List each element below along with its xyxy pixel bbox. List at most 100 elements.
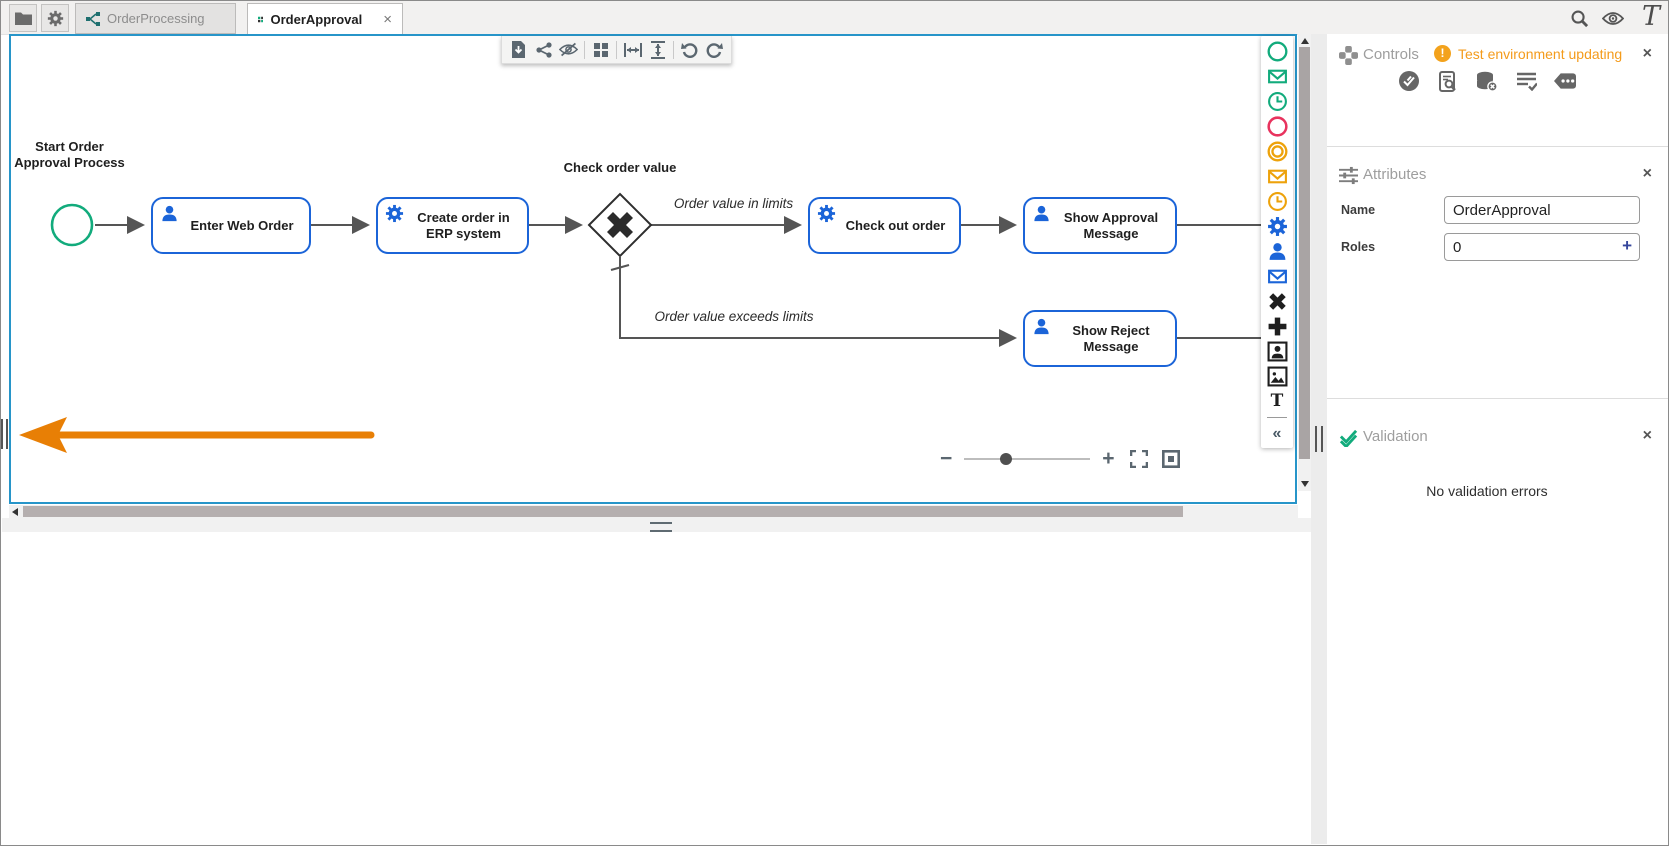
settings-button[interactable]	[41, 4, 69, 32]
gear-icon	[47, 10, 63, 26]
user-task-tool[interactable]	[1264, 239, 1290, 264]
vertical-splitter[interactable]	[1311, 34, 1327, 844]
task-label: Check out order	[845, 217, 946, 233]
folder-button[interactable]	[9, 4, 37, 32]
canvas-toolbar	[501, 36, 732, 64]
app-logo: T	[1641, 1, 1660, 32]
download-icon[interactable]	[506, 38, 531, 61]
undo-icon[interactable]	[677, 38, 702, 61]
scroll-down-icon[interactable]	[1301, 481, 1309, 487]
validate-icon[interactable]	[1398, 70, 1420, 92]
start-event-tool[interactable]	[1264, 39, 1290, 64]
controls-icon	[1339, 46, 1358, 65]
controls-title: Controls	[1363, 46, 1419, 63]
zoom-slider-thumb[interactable]	[1000, 453, 1013, 465]
search-button[interactable]	[1566, 5, 1592, 31]
zoom-slider[interactable]	[964, 453, 1091, 465]
exclusive-gateway-tool[interactable]	[1264, 289, 1290, 314]
task-show-reject-message[interactable]: Show Reject Message	[1023, 310, 1177, 367]
controls-header: Controls ! Test environment updating ×	[1327, 44, 1668, 66]
attributes-icon	[1339, 166, 1358, 185]
task-check-out-order[interactable]: Check out order	[808, 197, 961, 254]
flow-icon	[86, 11, 100, 26]
end-event-tool[interactable]	[1264, 114, 1290, 139]
validation-message: No validation errors	[1426, 483, 1548, 499]
grid-icon[interactable]	[588, 38, 613, 61]
tab-close-icon[interactable]: ×	[383, 10, 392, 28]
task-label: Show Approval Message	[1063, 209, 1159, 241]
scroll-up-icon[interactable]	[1301, 38, 1309, 44]
scroll-left-icon[interactable]	[12, 508, 18, 516]
log-search-icon[interactable]	[1437, 70, 1459, 92]
gear-icon	[817, 204, 836, 223]
name-label: Name	[1341, 203, 1376, 217]
message-intermediate-event-tool[interactable]	[1264, 164, 1290, 189]
horizontal-scrollbar[interactable]	[9, 505, 1298, 518]
top-tab-bar: OrderProcessing OrderApproval × T	[1, 1, 1668, 35]
warning-text: Test environment updating	[1458, 46, 1623, 62]
folder-icon	[14, 12, 32, 25]
validation-check-icon	[1339, 429, 1358, 447]
share-icon[interactable]	[531, 38, 556, 61]
close-icon[interactable]: ×	[1642, 427, 1652, 444]
tab-orderprocessing[interactable]: OrderProcessing	[75, 3, 236, 34]
close-icon[interactable]: ×	[1642, 165, 1652, 182]
gear-icon	[385, 204, 404, 223]
redo-icon[interactable]	[702, 38, 727, 61]
task-enter-web-order[interactable]: Enter Web Order	[151, 197, 311, 254]
fit-width-icon[interactable]	[620, 38, 645, 61]
text-tool[interactable]: T	[1270, 391, 1284, 411]
name-input[interactable]	[1444, 196, 1640, 224]
fit-view-icon[interactable]	[1159, 448, 1183, 470]
splitter-handle[interactable]	[650, 522, 672, 532]
zoom-controls: − +	[936, 448, 1183, 470]
fullscreen-icon[interactable]	[1127, 448, 1151, 470]
section-divider	[1327, 398, 1668, 399]
start-event-node[interactable]	[50, 203, 94, 247]
zoom-in-button[interactable]: +	[1102, 447, 1115, 470]
fit-height-icon[interactable]	[645, 38, 670, 61]
warning-icon: !	[1434, 45, 1451, 62]
participant-tool[interactable]	[1264, 339, 1290, 364]
user-icon	[1034, 318, 1049, 335]
task-show-approval-message[interactable]: Show Approval Message	[1023, 197, 1177, 254]
edge-label-in-limits: Order value in limits	[673, 196, 794, 211]
tab-orderapproval[interactable]: OrderApproval ×	[247, 3, 403, 34]
zoom-out-button[interactable]: −	[940, 447, 953, 470]
left-splitter-handle[interactable]	[1, 419, 8, 449]
add-role-button[interactable]: +	[1622, 236, 1632, 255]
user-icon	[1034, 205, 1049, 222]
preview-button[interactable]	[1600, 5, 1626, 31]
close-icon[interactable]: ×	[1642, 45, 1652, 62]
vertical-scrollbar-thumb[interactable]	[1299, 47, 1310, 459]
hide-icon[interactable]	[556, 38, 581, 61]
gateway-node[interactable]	[587, 192, 653, 258]
database-clear-icon[interactable]	[1476, 70, 1498, 92]
splitter-handle[interactable]	[1315, 426, 1323, 452]
roles-input[interactable]	[1444, 233, 1640, 261]
section-divider	[1327, 146, 1668, 147]
timer-intermediate-event-tool[interactable]	[1264, 189, 1290, 214]
collapse-palette-icon[interactable]: «	[1272, 424, 1282, 442]
timer-start-event-tool[interactable]	[1264, 89, 1290, 114]
service-task-tool[interactable]	[1264, 214, 1290, 239]
list-check-icon[interactable]	[1515, 70, 1537, 92]
task-label: Create order in ERP system	[417, 209, 510, 241]
user-icon	[162, 205, 177, 222]
task-create-order-erp[interactable]: Create order in ERP system	[376, 197, 529, 254]
message-log-icon[interactable]	[1554, 70, 1576, 92]
roles-field: +	[1444, 233, 1640, 261]
vertical-scrollbar[interactable]	[1298, 34, 1311, 491]
horizontal-scrollbar-thumb[interactable]	[23, 506, 1183, 517]
parallel-gateway-tool[interactable]	[1264, 314, 1290, 339]
validation-title: Validation	[1363, 428, 1428, 445]
message-start-event-tool[interactable]	[1264, 64, 1290, 89]
message-task-tool[interactable]	[1264, 264, 1290, 289]
intermediate-event-tool[interactable]	[1264, 139, 1290, 164]
horizontal-splitter[interactable]	[2, 518, 1311, 532]
image-tool[interactable]	[1264, 364, 1290, 389]
annotation-arrow[interactable]	[19, 417, 375, 453]
eye-icon	[1602, 11, 1624, 25]
